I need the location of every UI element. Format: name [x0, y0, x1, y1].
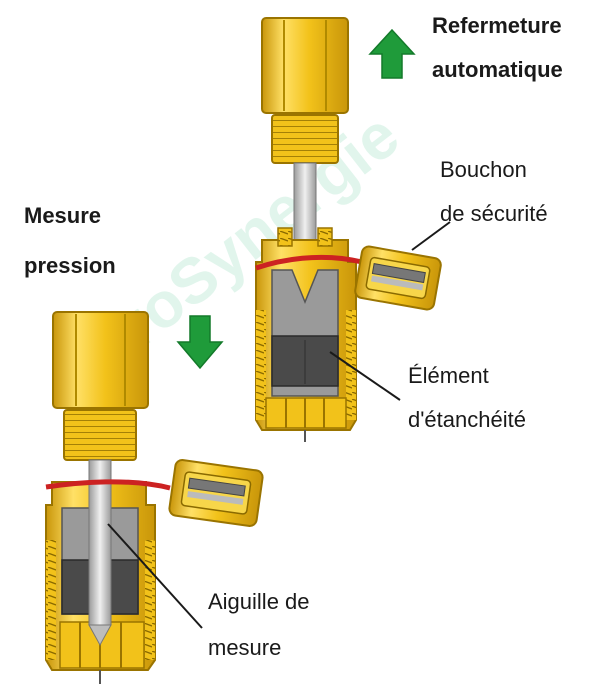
left-needle: [88, 459, 112, 647]
label-aiguille-line2: mesure: [208, 635, 282, 660]
top-cap-strap: [255, 254, 363, 271]
left-knurled-ring: [63, 409, 137, 461]
top-valve-body: [255, 227, 357, 442]
top-safety-cap: [354, 245, 442, 311]
label-bouchon-line1: Bouchon: [440, 157, 527, 182]
label-refermeture-line2: automatique: [432, 57, 563, 82]
left-cap-strap: [45, 479, 171, 491]
label-aiguille-line1: Aiguille de: [208, 589, 310, 614]
leader-bouchon: [411, 221, 451, 251]
leader-aiguille: [107, 523, 203, 629]
up-arrow-icon: [368, 28, 416, 79]
label-mesure-pression-line2: pression: [24, 253, 116, 278]
left-hex-nut: [52, 311, 149, 409]
down-arrow-icon: [176, 315, 224, 370]
left-safety-cap: [168, 459, 264, 527]
label-element-line1: Élément: [408, 363, 489, 388]
top-knurled-ring: [271, 114, 339, 164]
left-gauge-connector: [52, 311, 149, 461]
label-element-line2: d'étanchéité: [408, 407, 526, 432]
label-bouchon-line2: de sécurité: [440, 201, 548, 226]
label-refermeture-line1: Refermeture: [432, 13, 562, 38]
top-hex-nut: [261, 17, 349, 114]
label-mesure-pression-line1: Mesure: [24, 203, 102, 228]
leader-element: [329, 351, 401, 401]
